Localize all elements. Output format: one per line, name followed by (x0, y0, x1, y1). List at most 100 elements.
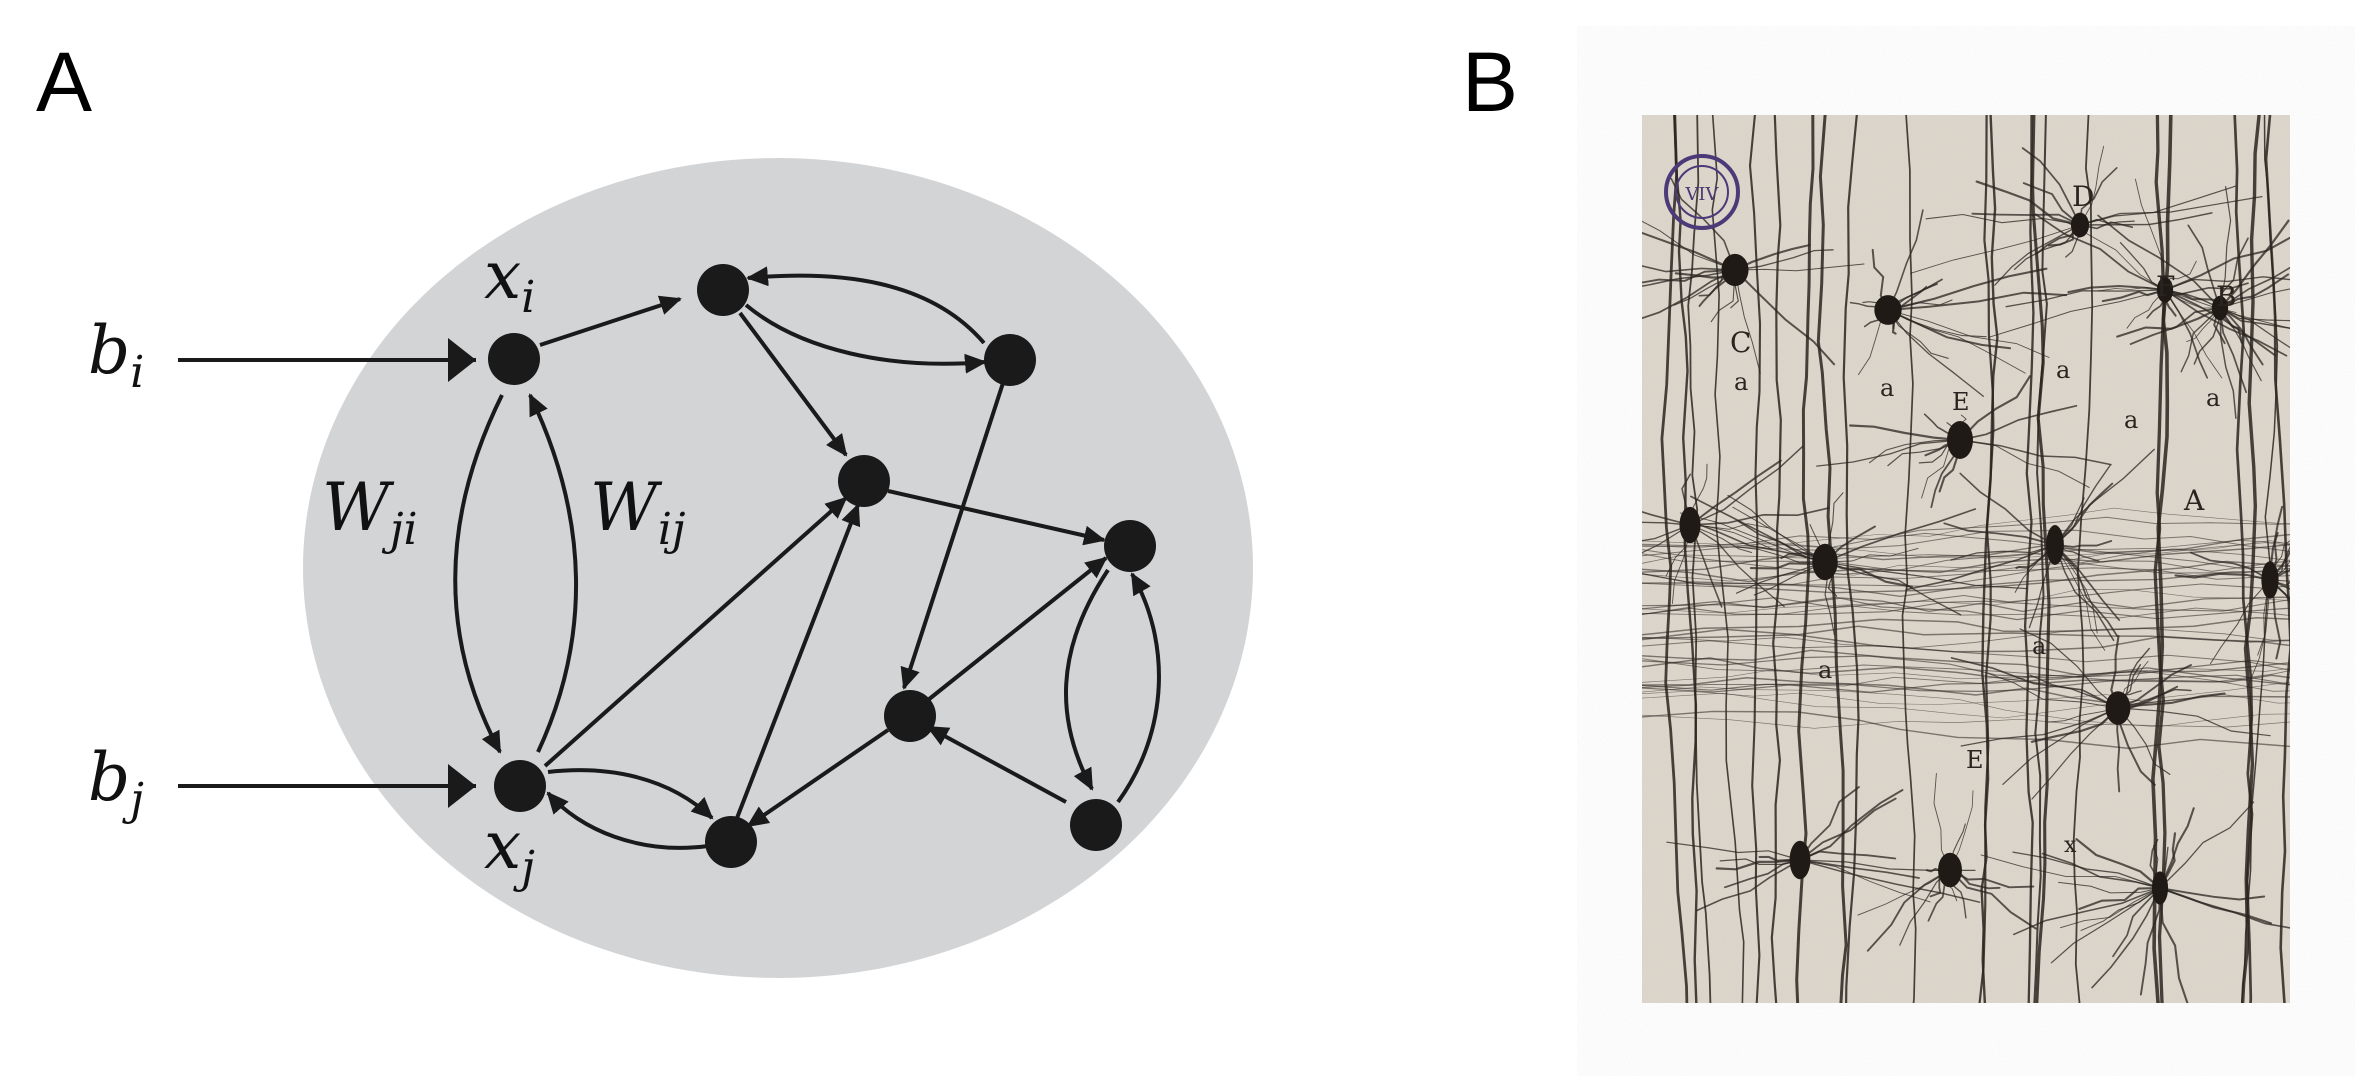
neuron-fiber (1980, 854, 2161, 889)
neuron-fiber (1887, 309, 1984, 397)
edge-xi-xj (453, 394, 504, 754)
neuron-fiber (2054, 464, 2111, 546)
neuron-fiber (1642, 521, 1691, 526)
drawing-letter: A (2183, 484, 2205, 517)
neuron-fiber (2164, 289, 2209, 379)
neuron-fiber (1642, 667, 2290, 693)
neuron-fiber (2219, 307, 2290, 329)
neuron-fiber (1959, 404, 2078, 441)
neuron-fiber (1642, 269, 1736, 287)
neuron-fiber (1642, 231, 1737, 272)
neuron-fiber (1734, 269, 1836, 366)
neuron-fiber (2129, 307, 2221, 345)
node-8 (1070, 799, 1122, 851)
edge-n4-n5 (887, 489, 1106, 546)
node-6 (705, 816, 757, 868)
neuron-fiber (2091, 887, 2161, 989)
neuron-fiber (1642, 269, 1736, 320)
neuron-fiber (1689, 507, 1830, 526)
neuron-fiber (1642, 560, 2290, 594)
neuron-fiber (1642, 269, 1736, 284)
neuron-fiber (1642, 674, 2290, 693)
neuron-fiber (2269, 579, 2290, 600)
edge-xi-n2 (539, 295, 682, 347)
neuron-fiber (2159, 887, 2266, 901)
edge-n2-n4 (738, 311, 848, 457)
neuron-fiber (1799, 859, 1931, 903)
neuron-fiber (2050, 887, 2161, 964)
neuron-fiber (1689, 445, 1804, 526)
network-diagram: bi bj xi xj Wji Wij (88, 158, 1253, 978)
neuron-fiber (1673, 115, 1698, 1003)
neuron-fiber (1642, 220, 1736, 271)
neuron-fiber (1925, 213, 2081, 226)
neuron-fiber (2019, 628, 2119, 709)
neuron-fiber (1958, 375, 2032, 442)
neuron-fiber (2041, 852, 2161, 889)
neuron-fibers (1642, 115, 2290, 1003)
neuron-fiber (1949, 869, 2037, 930)
neuron-fiber (1971, 212, 2081, 226)
edge-xj-xi (528, 393, 578, 753)
neuron-fiber (1642, 640, 2290, 671)
neuron-fiber (1711, 115, 1745, 1003)
neuron-fiber (1816, 439, 1961, 467)
neuron-fiber (1736, 546, 1826, 564)
neuron-fiber (2054, 448, 2155, 546)
neuron-fiber (1799, 789, 1904, 861)
drawing-letter: a (2056, 356, 2070, 384)
neuron-fiber (1642, 677, 2290, 706)
neuron-fiber (1642, 533, 2290, 573)
neuron-soma (2046, 525, 2064, 565)
neuron-fiber (1642, 542, 2290, 582)
neuron-fiber (2022, 182, 2081, 226)
neuron-fiber (1824, 508, 1977, 563)
neuron-fiber (1660, 115, 1689, 1003)
neuron-fiber (2164, 236, 2290, 291)
neuron-fiber (1642, 524, 1691, 554)
neuron-fiber (1980, 115, 1999, 1003)
neuron-fiber (2219, 307, 2262, 382)
neuron-fiber (1642, 596, 2290, 621)
input-label-j: bj (88, 739, 144, 825)
neuron-fiber (2218, 219, 2290, 310)
drawing-letter: E (1952, 388, 1970, 416)
neuron-fiber (2219, 266, 2290, 309)
neuron-fiber (2097, 214, 2221, 309)
neuron-fiber (2005, 289, 2166, 308)
node-xj (494, 760, 546, 812)
edge-n5-n8 (1064, 568, 1110, 791)
drawing-letter: a (1818, 656, 1832, 684)
neuron-fiber (1799, 797, 1897, 861)
neuron-fiber (2112, 887, 2161, 958)
neuron-fiber (2021, 147, 2081, 226)
edge-n2-n3 (744, 303, 987, 374)
edge-n3-n7 (900, 382, 1005, 690)
neuron-fiber (2030, 706, 2120, 743)
neuron-soma (2156, 277, 2174, 303)
neuron-fiber (2210, 579, 2271, 665)
neuron-fiber (2219, 186, 2232, 309)
neuron-fiber (2269, 567, 2290, 581)
neuron-fiber (2126, 289, 2166, 329)
edge-n8-n5 (1116, 572, 1161, 804)
neuron-soma (2151, 871, 2169, 905)
neuron-fiber (1642, 511, 1691, 526)
drawing-letter: B (2216, 280, 2237, 313)
neuron-fiber (2054, 544, 2098, 634)
neuron-fiber (1642, 539, 2290, 564)
neuron-fiber (1642, 529, 2290, 552)
neuron-soma (2070, 212, 2090, 238)
neuron-fiber (2219, 307, 2237, 419)
neuron-fiber (2269, 560, 2290, 581)
neuron-fiber (1975, 180, 2082, 227)
neuron-fiber (1642, 714, 2290, 729)
neuron-fiber (2033, 115, 2048, 1003)
node-label-xi: xi (484, 237, 535, 323)
neuron-fiber (2034, 213, 2166, 291)
neuron-fiber (1959, 439, 2112, 466)
input-label-i: bi (88, 312, 144, 398)
neuron-fiber (1727, 494, 1826, 563)
weight-label-ij: Wij (590, 469, 686, 555)
